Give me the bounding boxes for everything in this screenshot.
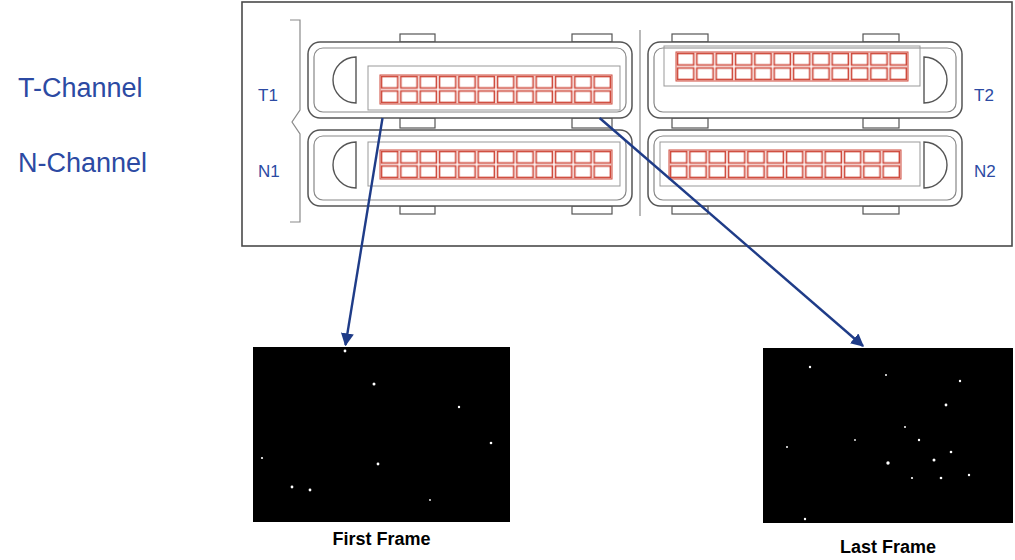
pin-block: N2 (648, 130, 962, 206)
pin-module (648, 42, 962, 118)
frame-caption: Last Frame (840, 537, 936, 559)
frame-caption: First Frame (332, 529, 430, 551)
block-name: N1 (258, 162, 280, 182)
channel-label: N-Channel (18, 148, 147, 179)
pin-module (308, 130, 632, 206)
channel-label: T-Channel (18, 73, 143, 104)
block-name: T1 (258, 86, 278, 106)
frame-panel: Last Frame (763, 348, 1013, 523)
arrow-connector (600, 118, 863, 346)
frame-image (253, 347, 510, 522)
pin-module (648, 130, 962, 206)
housing-edge (290, 20, 300, 222)
frame-image (763, 348, 1013, 523)
pin-block: N1 (308, 130, 632, 206)
pin-block: T2 (648, 42, 962, 118)
block-name: N2 (974, 162, 996, 182)
connector-housing (242, 2, 1012, 246)
pin-module (308, 42, 632, 118)
housing-divider (639, 30, 640, 216)
frame-panel: First Frame (253, 347, 510, 522)
block-name: T2 (974, 86, 994, 106)
arrow-connector (346, 118, 383, 345)
pin-block: T1 (308, 42, 632, 118)
